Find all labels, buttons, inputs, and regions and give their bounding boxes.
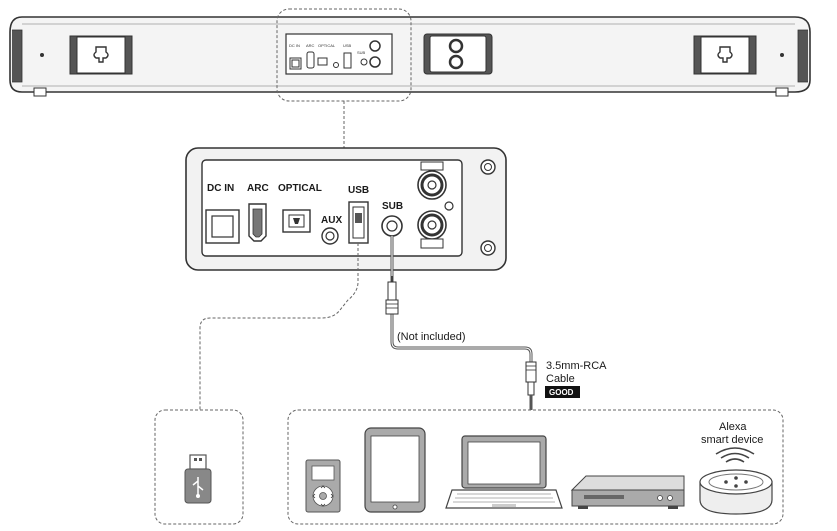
aux-port — [321, 227, 339, 245]
sub-label: SUB — [382, 201, 403, 212]
speaker-terminal-bottom — [417, 210, 447, 249]
mini-optical-label: OPTICAL — [318, 43, 336, 48]
arc-label: ARC — [247, 183, 269, 194]
usb-dashed-line — [199, 243, 359, 410]
alexa-label: Alexa — [719, 421, 747, 433]
good-badge: GOOD — [545, 386, 580, 398]
smart-speaker-icon — [699, 447, 773, 515]
dc-in-label: DC IN — [207, 183, 234, 194]
cable-type-label: 3.5mm-RCA — [546, 360, 607, 372]
tablet-icon — [364, 427, 426, 513]
corner-screw — [480, 240, 496, 256]
mini-arc-label: ARC — [306, 43, 315, 48]
jack-plug-icon — [385, 276, 399, 315]
speaker-terminal-top — [417, 161, 447, 200]
mini-usb-label: USB — [343, 43, 352, 48]
mini-connector-panel: DC IN ARC OPTICAL USB SUB — [285, 33, 393, 75]
aux-label: AUX — [321, 215, 342, 226]
good-badge-text: GOOD — [549, 388, 574, 397]
usb-port — [348, 201, 369, 244]
usb-drive-box — [154, 409, 244, 525]
connector-panel: DC IN ARC OPTICAL USB AUX SUB — [185, 147, 507, 271]
usb-label: USB — [348, 185, 369, 196]
wall-mount-bracket-icon — [693, 35, 757, 75]
optical-label: OPTICAL — [278, 183, 322, 194]
mini-speaker-terminal — [423, 33, 493, 75]
mini-dc-in-label: DC IN — [289, 43, 300, 48]
sub-port — [381, 215, 403, 237]
not-included-caption: (Not included) — [397, 331, 465, 343]
laptop-icon — [445, 435, 563, 509]
mp3-player-icon — [305, 459, 341, 513]
soundbar — [9, 16, 811, 97]
optical-port — [282, 209, 311, 233]
alexa-device-label: smart device — [701, 434, 763, 446]
dc-in-port — [205, 209, 240, 244]
devices-box — [287, 409, 784, 525]
dvd-player-icon — [570, 475, 685, 509]
usb-flash-drive-icon — [184, 454, 212, 504]
mini-sub-label: SUB — [357, 50, 366, 55]
hdmi-arc-port — [248, 203, 267, 242]
rca-plug-icon — [525, 361, 537, 410]
wall-mount-bracket-icon — [69, 35, 133, 75]
corner-screw — [480, 159, 496, 175]
cable-label: Cable — [546, 373, 575, 385]
